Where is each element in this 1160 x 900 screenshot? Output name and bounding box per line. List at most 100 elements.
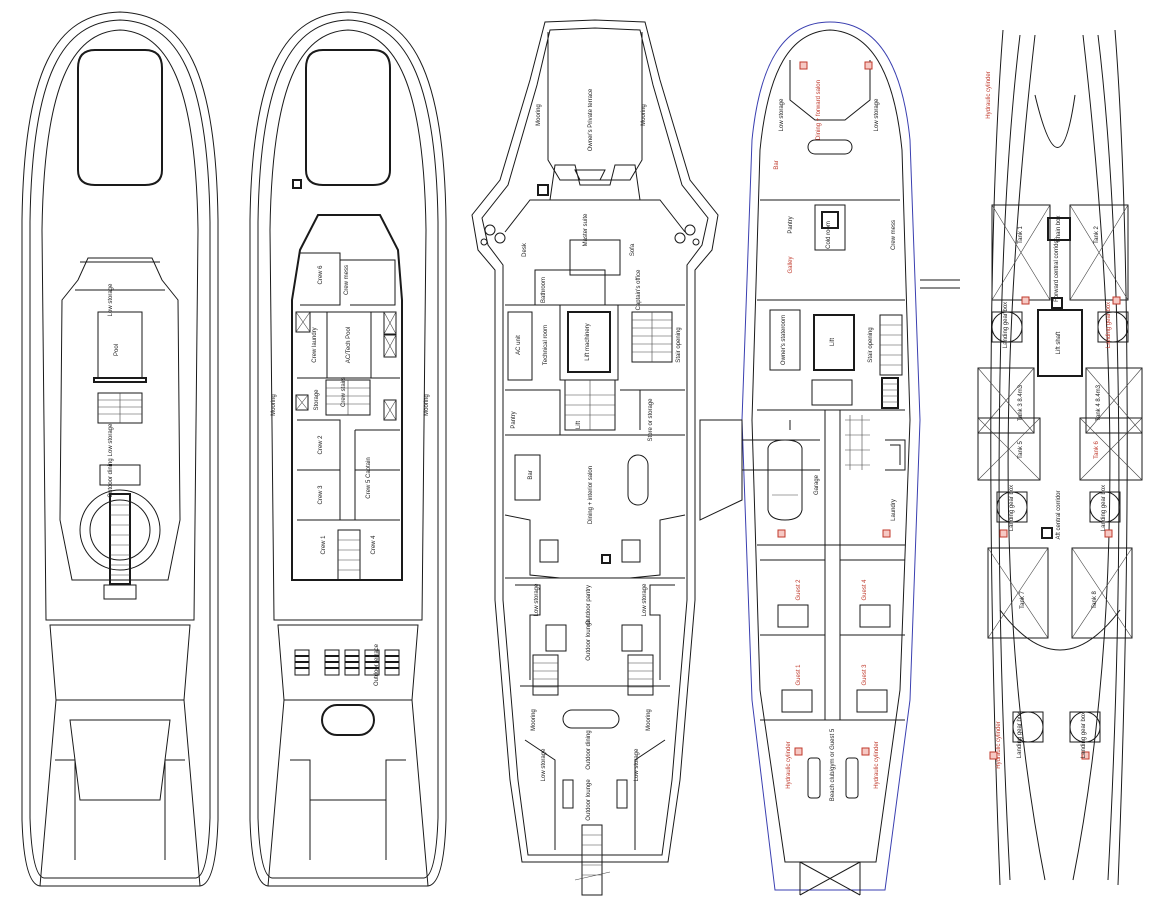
label-outdoor-lounge: Outdoor lounge [586, 619, 592, 661]
label-store-or-storage: Store or storage [648, 398, 654, 442]
landing-gear-circle [1069, 711, 1101, 743]
hydraulic-cylinder-marker [999, 529, 1008, 538]
box-cross [1085, 367, 1143, 434]
label-tank-2: Tank 2 [1094, 226, 1100, 244]
label-low-storage: Low storage [779, 98, 785, 131]
label-lift-shaft: Lift shaft [1056, 331, 1062, 354]
label-landing-gear-box: Landing gear box [1081, 712, 1087, 758]
storage-box [295, 311, 311, 333]
label-landing-gear-box: Landing gear box [1106, 302, 1112, 348]
label-mooring: Mooring [271, 394, 277, 416]
storage-box [383, 311, 397, 335]
label-landing-gear-box: Landing gear box [1017, 712, 1023, 758]
box-cross [1079, 417, 1143, 481]
label-crew-6: Crew 6 [318, 265, 324, 285]
box-cross [383, 334, 397, 358]
box-outline [991, 204, 1051, 301]
box-outline [977, 417, 1041, 481]
tank-box [1071, 547, 1133, 639]
storage-box [383, 399, 397, 421]
sun-lounger-slats [325, 655, 339, 669]
label-hydraulic-cylinder: Hydraulic cylinder [874, 741, 880, 788]
box-outline [383, 311, 397, 335]
label-tank-5: Tank 5 [1018, 441, 1024, 459]
tank-box [1069, 204, 1129, 301]
storage-box [383, 334, 397, 358]
plan-hull-tanks: Hydraulic cylinder Tank 1 Tank 2 Chain b… [977, 29, 1143, 886]
label-ac-unit: AC unit [516, 335, 522, 355]
label-outdoor-dining: Outdoor dining [586, 730, 592, 769]
landing-gear-circle [1089, 491, 1121, 523]
landing-gear-circle [1012, 711, 1044, 743]
label-crew-5-captain: Crew 5 Captain [366, 457, 372, 498]
label-ac-tech-pool: AC/Tech Pool [346, 327, 352, 363]
label-lift: Lift [576, 421, 582, 429]
box-outline [1071, 547, 1133, 639]
label-cold-room: Cold room [826, 221, 832, 249]
label-crew-stairs: Crew stairs [341, 377, 347, 407]
label-technical-room: Technical room [543, 325, 549, 365]
label-crew-1: Crew 1 [321, 535, 327, 555]
box-cross [991, 204, 1051, 301]
box-outline [383, 399, 397, 421]
label-stair-opening: Stair opening [868, 327, 874, 362]
box-cross [987, 547, 1049, 639]
label-crew-2: Crew 2 [318, 435, 324, 455]
plan-crew-deck: Crew 6 Crew mess Crew laundry AC/Tech Po… [249, 11, 447, 887]
label-tank-1: Tank 1 [1018, 226, 1024, 244]
label-captains-office: Captain's office [636, 269, 642, 310]
label-hydraulic-cylinder: Hydraulic cylinder [996, 721, 1002, 768]
label-crew-mess: Crew mess [344, 265, 350, 295]
label-bathroom: Bathroom [541, 277, 547, 303]
label-dining-interior-salon: Dining + interior salon [588, 466, 594, 524]
box-outline [977, 367, 1035, 434]
box-cross [295, 394, 309, 411]
label-tank-4: Tank 4 8.4m3 [1096, 384, 1102, 421]
box-cross [383, 311, 397, 335]
sun-lounger-slats [385, 655, 399, 669]
hydraulic-cylinder-marker [1112, 296, 1121, 305]
label-beach-club: Beach club/gym or Guest 5 [830, 728, 836, 801]
label-tank-7: Tank 7 [1020, 591, 1026, 609]
label-master-suite: Master suite [583, 213, 589, 246]
label-pantry: Pantry [788, 216, 794, 233]
label-pool: Pool [114, 344, 120, 356]
label-landing-gear-box: Landing gear box [1009, 485, 1015, 531]
landing-gear-circle [991, 311, 1023, 343]
label-laundry: Laundry [891, 499, 897, 521]
label-dining-forward-salon: Dining + forward salon [816, 80, 822, 140]
label-crew-laundry: Crew laundry [312, 327, 318, 362]
label-landing-gear-box: Landing gear box [1101, 485, 1107, 531]
label-mooring: Mooring [531, 709, 537, 731]
label-mooring: Mooring [536, 104, 542, 126]
label-pantry: Pantry [511, 411, 517, 428]
box-outline [987, 547, 1049, 639]
tank-box [1079, 417, 1143, 481]
label-hydraulic-cylinder: Hydraulic cylinder [786, 741, 792, 788]
tank-box [991, 204, 1051, 301]
label-guest-2: Guest 2 [796, 579, 802, 601]
label-low-storage: Low storage [642, 583, 648, 616]
label-sofa: Sofa [630, 243, 636, 256]
label-outdoor-dining: Outdoor dining [108, 458, 114, 497]
label-stair-opening: Stair opening [676, 327, 682, 362]
label-owners-stateroom: Owner's stateroom [781, 315, 787, 365]
hydraulic-cylinder-marker [1104, 529, 1113, 538]
label-galley: Galley [788, 256, 794, 273]
label-mooring: Mooring [641, 104, 647, 126]
label-forward-central-corridor: Forward central corridor [1054, 238, 1060, 302]
label-tank-6: Tank 6 [1094, 441, 1100, 459]
label-landing-gear-box: Landing gear box [1003, 302, 1009, 348]
box-outline [295, 394, 309, 411]
label-crew-mess: Crew mess [891, 220, 897, 250]
plan-sun-deck: Low storage Pool Low storage Outdoor din… [21, 11, 219, 887]
box-cross [1069, 204, 1129, 301]
label-tank-8: Tank 8 [1092, 591, 1098, 609]
box-outline [1079, 417, 1143, 481]
sun-lounger-slats [295, 655, 309, 669]
sun-lounger-slats [365, 655, 379, 669]
box-outline [1069, 204, 1129, 301]
hydraulic-cylinder-marker [989, 751, 998, 760]
label-garage: Garage [814, 474, 820, 495]
label-mooring: Mooring [424, 394, 430, 416]
